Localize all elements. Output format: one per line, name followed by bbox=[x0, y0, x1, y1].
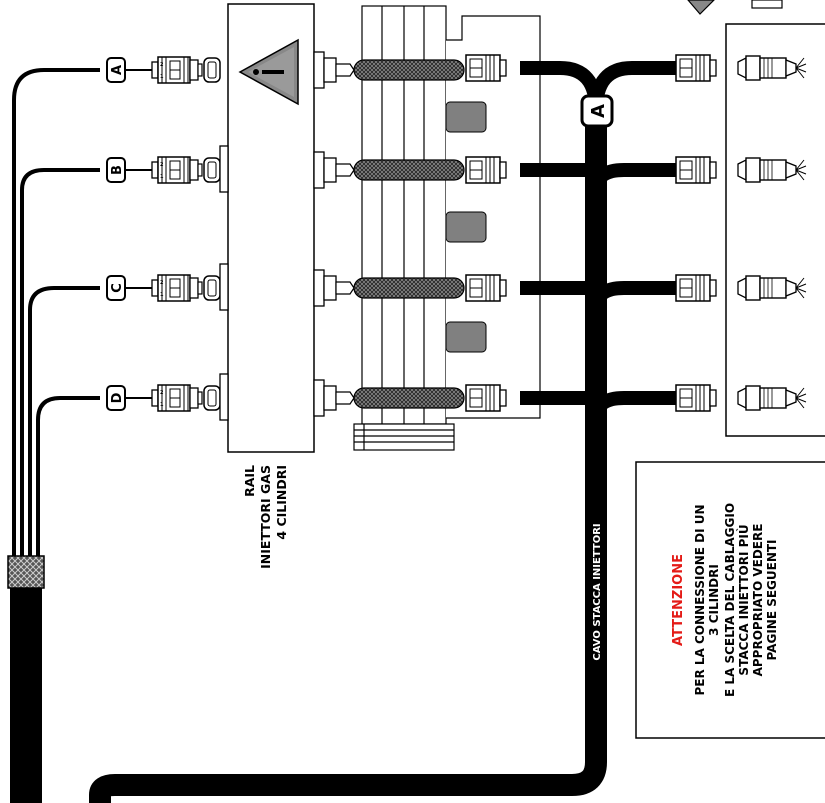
warning-line-6: PAGINE SEGUENTI bbox=[765, 539, 779, 660]
svg-text:2: 2 bbox=[160, 280, 164, 286]
petrol-connectors-injector-side bbox=[675, 54, 717, 412]
tag-a-text: A bbox=[110, 65, 125, 75]
harness-tag-a: A bbox=[580, 94, 614, 128]
tag-b-text: B bbox=[110, 165, 125, 175]
left-wires bbox=[12, 68, 100, 560]
top-edge-box bbox=[751, 0, 783, 9]
rail-label-line1: RAIL bbox=[242, 465, 257, 497]
rail-label-line3: 4 CILINDRI bbox=[274, 465, 289, 540]
rail-label-line2: INIETTORI GAS bbox=[258, 465, 273, 569]
tag-b: B bbox=[106, 157, 126, 183]
rail-label: RAIL INIETTORI GAS 4 CILINDRI bbox=[242, 465, 289, 569]
svg-text:1: 1 bbox=[160, 174, 164, 180]
gas-connectors bbox=[151, 56, 221, 412]
braided-sleeve bbox=[7, 555, 45, 589]
petrol-injector-box bbox=[725, 23, 825, 437]
warning-line-2: 3 CILINDRI bbox=[707, 564, 721, 636]
tag-d: D bbox=[106, 385, 126, 411]
svg-text:1: 1 bbox=[160, 292, 164, 298]
pin-labels: 2 1 2 1 2 1 2 1 bbox=[160, 62, 164, 408]
svg-text:2: 2 bbox=[160, 62, 164, 68]
tag-c-text: C bbox=[110, 283, 125, 293]
warning-line-3: E LA SCELTA DEL CABLAGGIO bbox=[723, 503, 737, 697]
warning-line-4: STACCA INIETTORI PIÙ bbox=[736, 524, 751, 675]
warning-line-1: PER LA CONNESSIONE DI UN bbox=[693, 504, 707, 695]
svg-text:2: 2 bbox=[160, 162, 164, 168]
svg-text:1: 1 bbox=[160, 402, 164, 408]
tag-c: C bbox=[106, 275, 126, 301]
top-edge-shape bbox=[687, 0, 715, 15]
tag-a: A bbox=[106, 57, 126, 83]
cable-label: CAVO STACCA INIETTORI bbox=[592, 523, 603, 660]
harness-sheath bbox=[10, 588, 42, 803]
connector-tags: A B C D bbox=[106, 57, 126, 411]
svg-text:2: 2 bbox=[160, 390, 164, 396]
tag-d-text: D bbox=[110, 392, 125, 403]
left-wire-ends bbox=[124, 69, 152, 399]
warning-note: ATTENZIONE PER LA CONNESSIONE DI UN 3 CI… bbox=[635, 461, 825, 739]
gas-rail bbox=[219, 3, 355, 453]
warning-triangle-icon bbox=[238, 38, 299, 106]
cable-loop bbox=[89, 108, 607, 803]
warning-line-5: APPROPRIATO VEDERE bbox=[751, 524, 765, 677]
pressure-sensors bbox=[445, 101, 487, 353]
svg-text:1: 1 bbox=[160, 74, 164, 80]
warning-title: ATTENZIONE bbox=[671, 554, 686, 646]
harness-tag-text: A bbox=[588, 104, 609, 118]
gas-hoses bbox=[353, 59, 465, 409]
